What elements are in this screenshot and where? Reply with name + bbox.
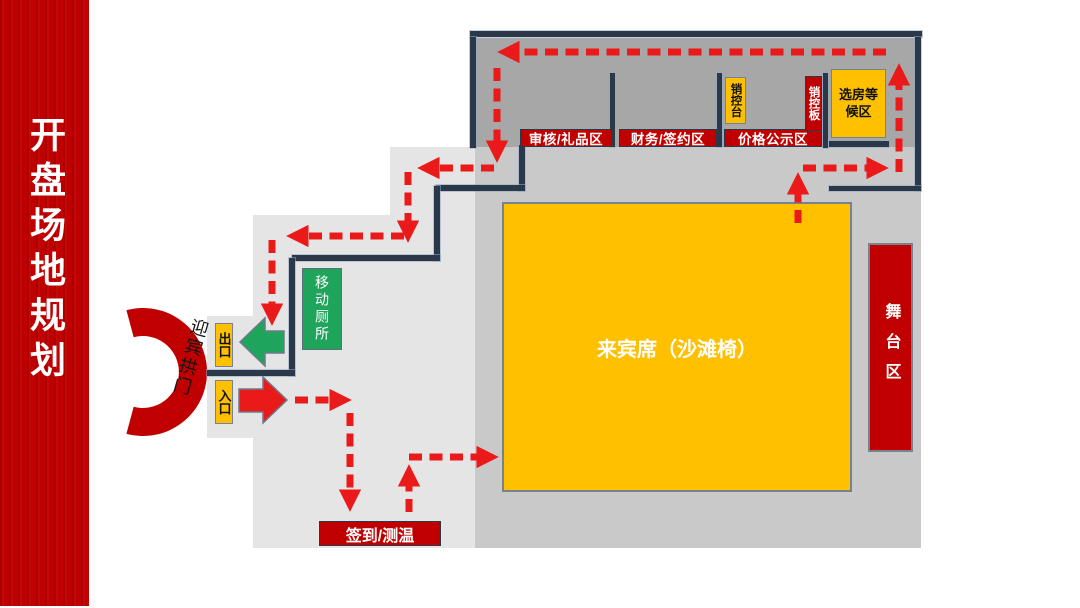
checkin-temperature-station: 签到/测温 (319, 521, 441, 546)
mobile-toilet: 移动厕所 (302, 268, 342, 350)
guest-seating-area: 来宾席（沙滩椅） (502, 202, 852, 492)
corridor-wall-v3 (289, 258, 295, 376)
zone-wall-right (915, 37, 921, 191)
audit-gift-area-label: 审核/礼品区 (520, 129, 612, 147)
price-display-area-label: 价格公示区 (724, 129, 822, 147)
room-selection-waiting-area: 选房等候区 (831, 69, 886, 138)
corridor-wall-right-bottom (829, 186, 921, 191)
sales-control-board: 销控板 (805, 76, 822, 131)
slide-title: 开盘场地规划 (25, 116, 66, 386)
finance-signing-area-label: 财务/签约区 (619, 129, 717, 147)
waiting-area-counter-wall (829, 141, 889, 147)
sales-control-desk: 销控台 (725, 77, 746, 124)
corridor-wall-v1 (519, 145, 525, 191)
corridor-wall-h1 (436, 185, 525, 191)
stage-area: 舞台区 (868, 243, 913, 452)
entrance-label: 入口 (215, 380, 233, 424)
zone-wall-top (470, 31, 922, 37)
zone-wall-left (470, 37, 476, 148)
welcome-arch-shape (126, 308, 208, 436)
corridor-wall-h2 (292, 255, 440, 261)
floor-left-main (253, 215, 475, 548)
exit-label: 出口 (215, 323, 233, 367)
entry-exit-divider-wall (207, 370, 295, 376)
floor-left-notch (390, 147, 475, 215)
sidebar-brand-bar (0, 0, 89, 606)
zone-divider-1 (610, 73, 615, 147)
welcome-arch-ring (126, 308, 208, 436)
corridor-wall-v2 (434, 186, 440, 261)
sidebar-texture (0, 0, 89, 606)
zone-divider-3 (823, 73, 828, 148)
zone-divider-2 (717, 73, 722, 147)
